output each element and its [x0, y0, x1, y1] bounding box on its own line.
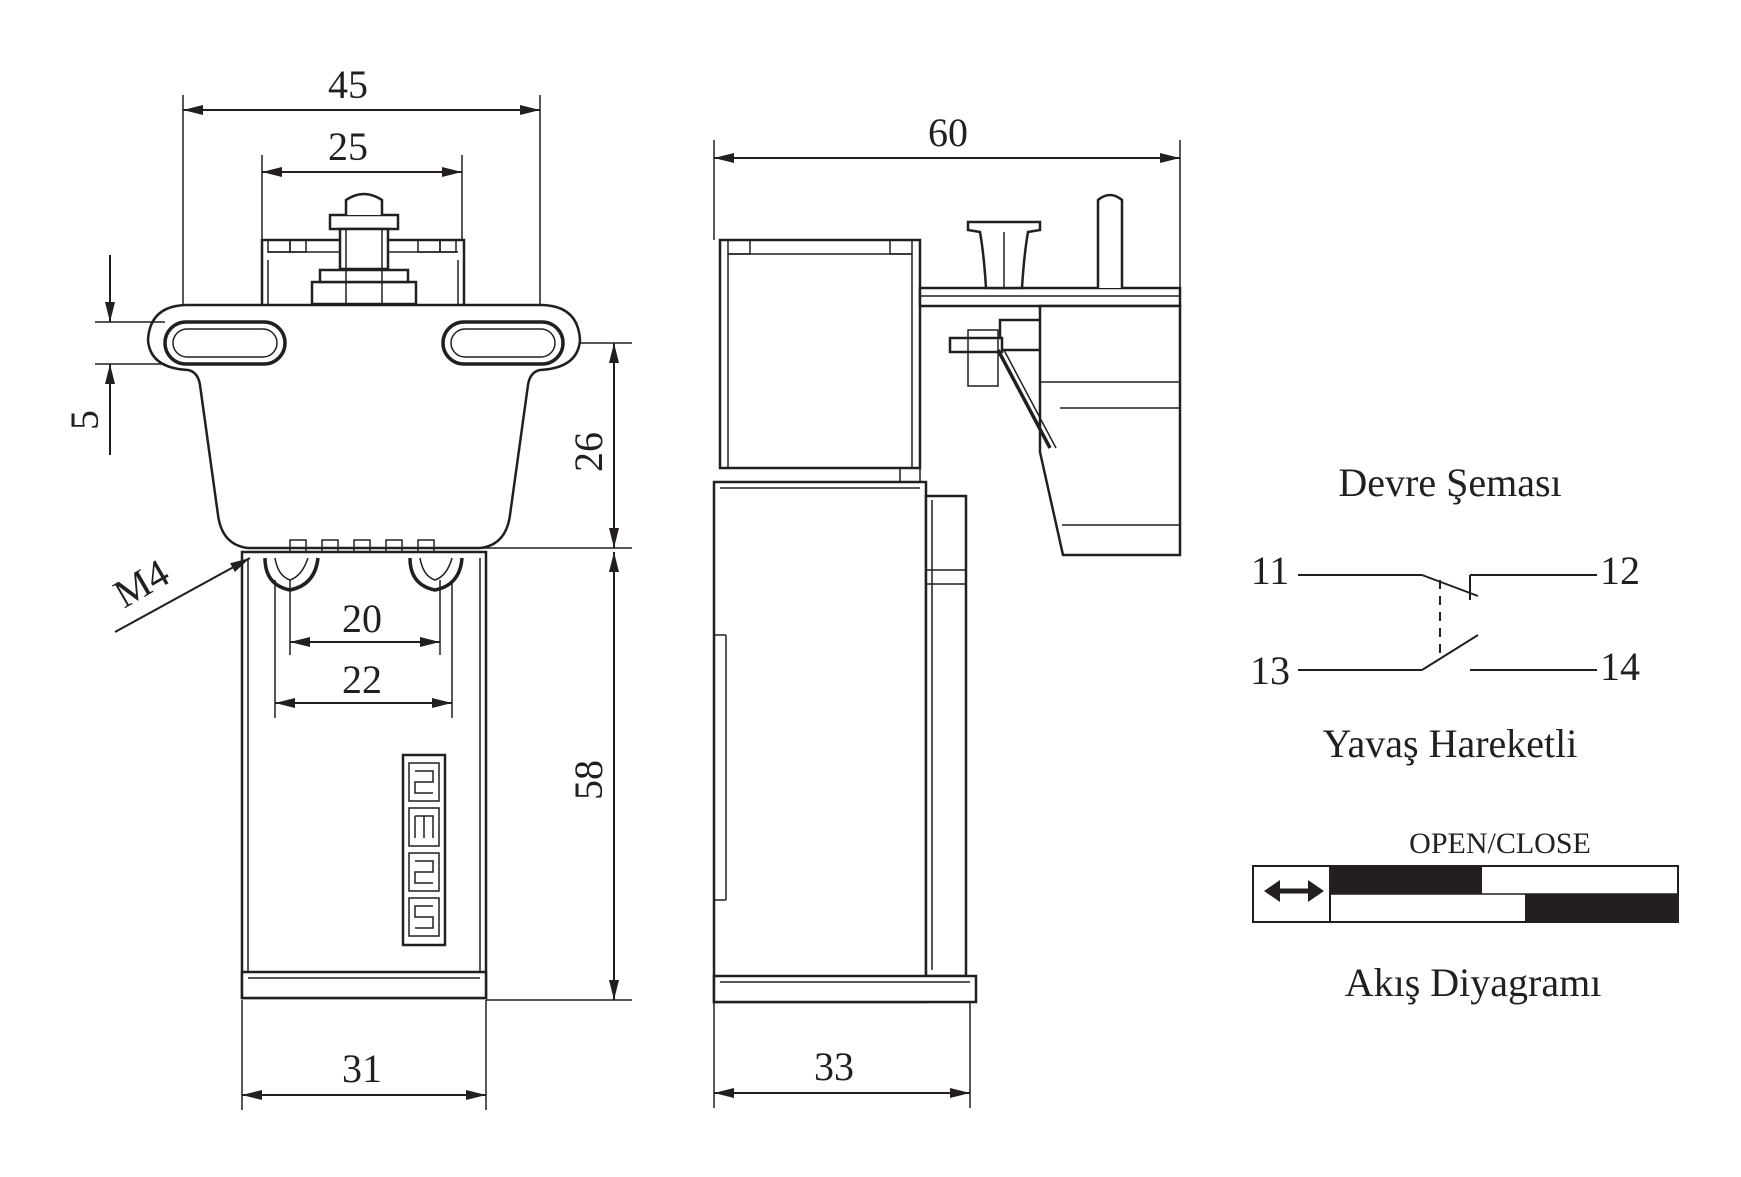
flow-header: OPEN/CLOSE — [1409, 827, 1591, 860]
dim-58: 58 — [566, 760, 611, 800]
flow-bar-close — [1525, 894, 1678, 922]
dim-25: 25 — [328, 124, 368, 169]
dim-26: 26 — [566, 432, 611, 472]
dim-m4: M4 — [106, 550, 177, 617]
side-dimensions: 60 33 — [713, 110, 1181, 1108]
front-head — [146, 303, 582, 553]
dim-33: 33 — [814, 1044, 854, 1089]
dim-5: 5 — [62, 410, 107, 430]
dim-60: 60 — [928, 110, 968, 155]
circuit-subtitle: Yavaş Hareketli — [1323, 721, 1578, 766]
flow-diagram: OPEN/CLOSE Akış Diyagramı — [1252, 827, 1679, 1005]
flow-title: Akış Diyagramı — [1345, 960, 1602, 1005]
front-view: 45 25 5 26 58 M4 — [62, 62, 632, 1110]
dim-20: 20 — [342, 596, 382, 641]
side-view: 60 33 — [712, 110, 1182, 1108]
terminal-12: 12 — [1600, 548, 1640, 593]
dim-31: 31 — [342, 1046, 382, 1091]
emas-logo — [401, 753, 447, 947]
dim-45: 45 — [328, 62, 368, 107]
double-arrow-icon — [1264, 880, 1324, 902]
dim-22: 22 — [342, 657, 382, 702]
flow-bar-open — [1330, 866, 1482, 894]
circuit-title: Devre Şeması — [1338, 460, 1561, 505]
terminal-13: 13 — [1250, 648, 1290, 693]
circuit-diagram: Devre Şeması 11 12 13 14 Yavaş Hareketli — [1250, 460, 1640, 766]
front-actuator — [260, 192, 466, 314]
terminal-11: 11 — [1251, 548, 1290, 593]
terminal-14: 14 — [1600, 644, 1640, 689]
